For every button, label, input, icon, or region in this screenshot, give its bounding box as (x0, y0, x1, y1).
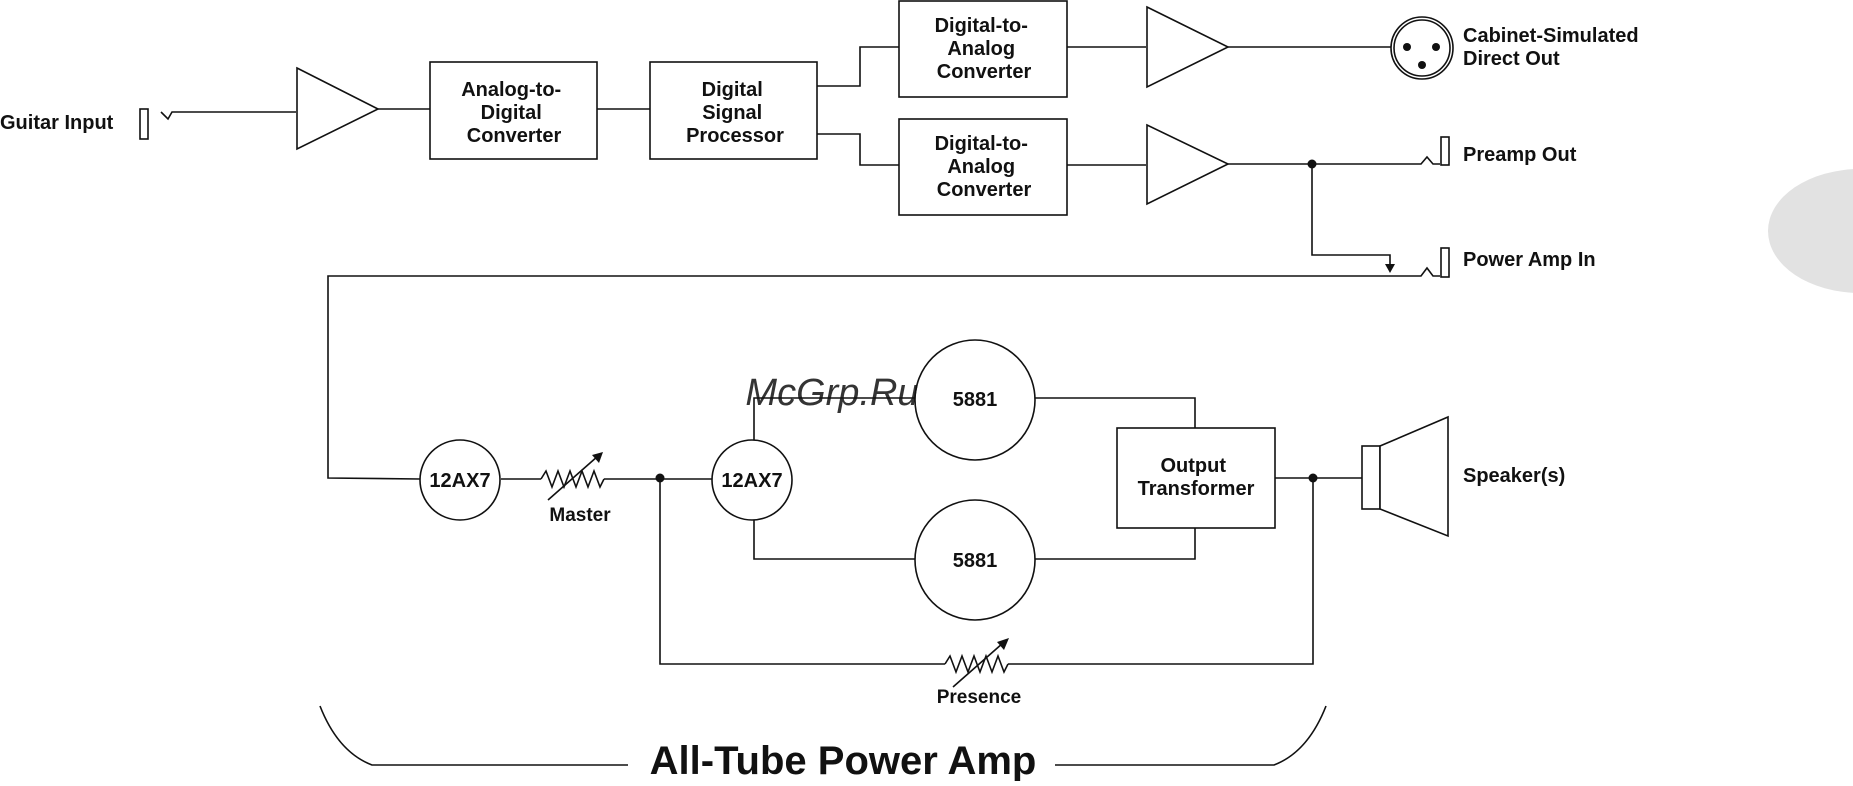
presence-arrowhead (997, 638, 1009, 650)
dsp-label-line: Signal (702, 102, 762, 124)
input-amp-icon (297, 68, 378, 149)
dac-top-label-line: Converter (937, 61, 1032, 83)
cabinet-out-label-line: Direct Out (1463, 48, 1560, 70)
power-amp-in-arrowhead (1385, 264, 1395, 273)
power-amp-in-label: Power Amp In (1463, 249, 1596, 271)
dsp-label-line: Processor (686, 125, 784, 147)
dac-top-label: Digital-to- Analog Converter (935, 15, 1034, 83)
wire-pi-to-bottom-tube (754, 507, 915, 559)
wire-to-preamp-out (1228, 157, 1440, 164)
adc-label-line: Analog-to- (461, 79, 561, 101)
guitar-input-jack-icon (140, 109, 148, 139)
junction-master (656, 474, 665, 483)
presence-label: Presence (937, 687, 1022, 708)
presence-arrow-shaft (953, 643, 1003, 687)
master-arrowhead (592, 452, 603, 463)
cabinet-out-label: Cabinet-Simulated Direct Out (1463, 25, 1644, 70)
preamp-out-amp-icon (1147, 125, 1228, 204)
junction-speaker (1309, 474, 1318, 483)
master-label: Master (549, 505, 611, 526)
wire-top-tube-to-ot (1035, 398, 1195, 428)
output-transformer-label-line: Transformer (1138, 478, 1255, 500)
wire-presence-loop-left (660, 478, 945, 664)
dac-top-label-line: Analog (947, 38, 1015, 60)
adc-label-line: Converter (467, 125, 562, 147)
adc-label-line: Digital (481, 102, 542, 124)
wire-guitar-input (161, 112, 296, 119)
section-bracket-left (320, 706, 628, 765)
wire-dsp-to-dac-bottom (817, 134, 899, 165)
power-tube-bottom-label: 5881 (953, 550, 998, 572)
dac-bottom-label: Digital-to- Analog Converter (935, 133, 1034, 201)
section-bracket-right (1055, 706, 1326, 765)
dac-bottom-label-line: Converter (937, 179, 1032, 201)
direct-out-amp-icon (1147, 7, 1228, 87)
watermark-text: McGrp.Ru (745, 372, 918, 414)
speaker-magnet (1362, 446, 1380, 509)
guitar-input-label: Guitar Input (0, 112, 114, 134)
junction-preamp-out (1308, 160, 1317, 169)
speaker-cone (1380, 417, 1448, 536)
wire-dsp-to-dac-top (817, 47, 899, 86)
speaker-icon (1362, 417, 1448, 536)
xlr-pin-icon (1418, 61, 1426, 69)
side-tab (1768, 169, 1853, 293)
xlr-pin-icon (1403, 43, 1411, 51)
output-transformer-label-line: Output (1160, 455, 1226, 477)
preamp-out-jack-icon (1441, 137, 1449, 165)
presence-resistor (945, 656, 1008, 672)
xlr-pin-icon (1432, 43, 1440, 51)
phase-inverter-tube-label: 12AX7 (721, 470, 782, 492)
power-tube-top-label: 5881 (953, 389, 998, 411)
preamp-out-label: Preamp Out (1463, 144, 1577, 166)
cabinet-out-label-line: Cabinet-Simulated (1463, 25, 1639, 47)
section-title: All-Tube Power Amp (650, 739, 1037, 781)
wire-bottom-tube-to-ot (1035, 528, 1195, 559)
jack-labels: Guitar Input Cabinet-Simulated Direct Ou… (0, 25, 1644, 487)
speaker-label: Speaker(s) (1463, 465, 1565, 487)
wire-loop-to-power-amp-in (1312, 164, 1390, 270)
power-amp-in-jack-icon (1441, 248, 1449, 277)
dsp-label-line: Digital (702, 79, 763, 101)
dac-bottom-label-line: Analog (947, 156, 1015, 178)
dac-bottom-label-line: Digital-to- (935, 133, 1028, 155)
preamp-tube-label: 12AX7 (429, 470, 490, 492)
dac-top-label-line: Digital-to- (935, 15, 1028, 37)
